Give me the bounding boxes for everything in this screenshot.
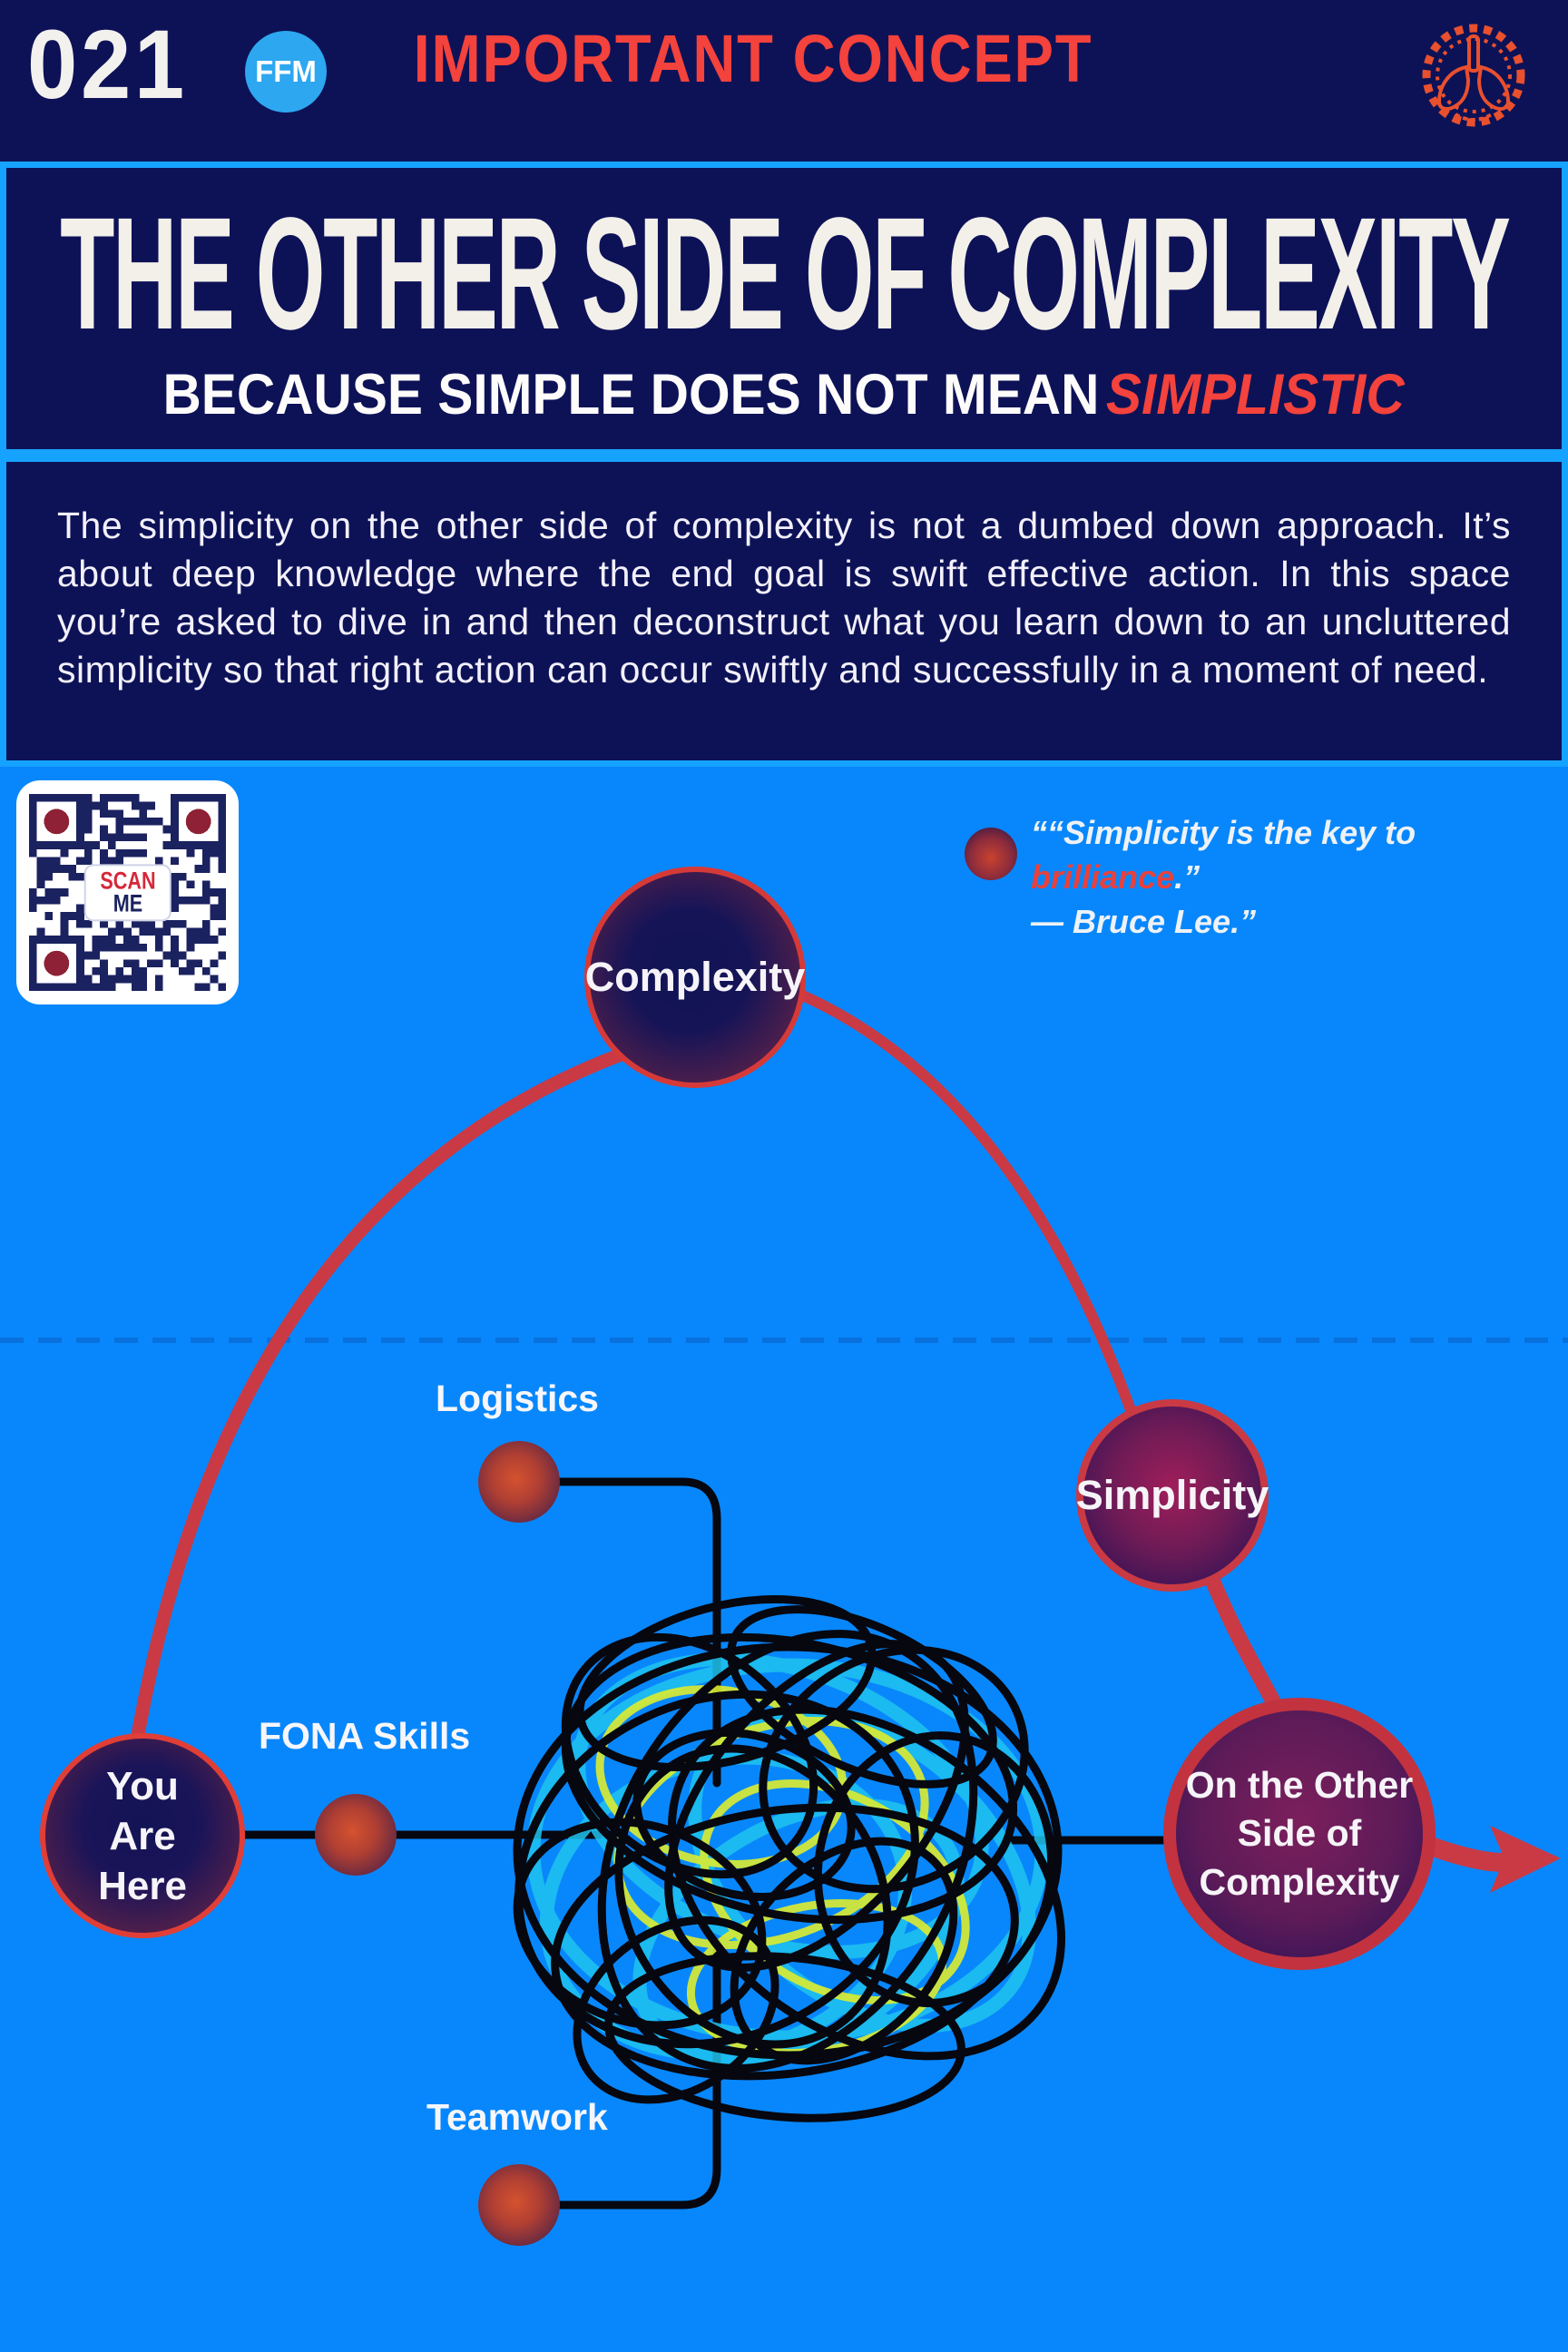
intro-panel: The simplicity on the other side of comp…	[0, 456, 1568, 767]
page-title: THE OTHER SIDE OF COMPLEXITY	[59, 184, 1511, 363]
node-other-side-of-complexity: On the Other Side of Complexity	[1163, 1698, 1436, 1970]
quote-highlight: brilliance	[1031, 858, 1175, 896]
ffm-badge-icon: FFM	[245, 31, 327, 113]
lungs-logo-icon	[1422, 24, 1525, 127]
header-bar: 021 FFM IMPORTANT CONCEPT	[0, 0, 1568, 162]
dashed-seam-line	[0, 1338, 1568, 1343]
qr-modules	[29, 794, 226, 991]
fona-sphere-icon	[315, 1794, 397, 1876]
quote-bullet-sphere-icon	[965, 828, 1017, 880]
node-simplicity: Simplicity	[1076, 1399, 1269, 1592]
qr-code: SCAN ME	[16, 780, 239, 1004]
subtitle-highlight: SIMPLISTIC	[1106, 362, 1406, 426]
banner-title: IMPORTANT CONCEPT	[413, 21, 1093, 96]
issue-number: 021	[27, 9, 188, 119]
subtitle-prefix: BECAUSE SIMPLE DOES NOT MEAN	[162, 362, 1100, 426]
ffm-badge-label: FFM	[255, 54, 317, 88]
label-fona-skills: FONA Skills	[259, 1715, 471, 1757]
quote-text: ““Simplicity is the key to brilliance.” …	[1031, 814, 1416, 940]
label-logistics: Logistics	[436, 1377, 599, 1419]
title-panel: THE OTHER SIDE OF COMPLEXITY BECAUSE SIM…	[0, 162, 1568, 456]
logistics-sphere-icon	[478, 1441, 560, 1523]
quote-attribution: — Bruce Lee.”	[1031, 903, 1257, 940]
node-complexity: Complexity	[584, 867, 806, 1088]
node-you-are-here: You Are Here	[40, 1733, 245, 1938]
teamwork-sphere-icon	[478, 2164, 560, 2246]
qr-scan-me-label: SCAN ME	[83, 863, 172, 922]
label-teamwork: Teamwork	[426, 2096, 608, 2138]
intro-paragraph: The simplicity on the other side of comp…	[57, 505, 1511, 691]
